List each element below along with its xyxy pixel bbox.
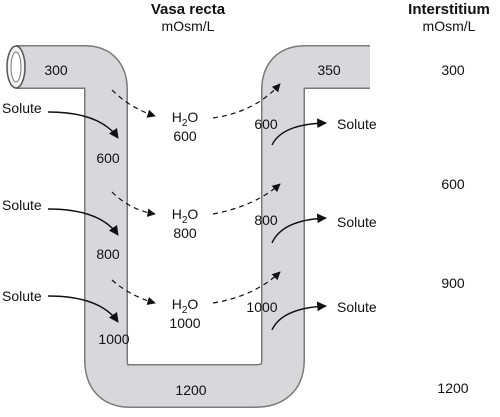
water-in-arrow-1 xyxy=(111,89,156,118)
ascending-value-1: 600 xyxy=(254,116,278,132)
water-label-1: H2O xyxy=(172,109,199,129)
descending-value-2: 800 xyxy=(96,246,120,262)
vasa-recta-unit: mOsm/L xyxy=(162,18,215,34)
solute-out-label-2: Solute xyxy=(337,214,377,230)
solute-out-arrow-2 xyxy=(271,213,327,244)
vasa-recta-tube xyxy=(6,45,370,408)
solute-in-label-1: Solute xyxy=(2,100,42,116)
water-label-3: H2O xyxy=(172,296,199,316)
descending-value-1: 600 xyxy=(96,150,120,166)
solute-out-label-3: Solute xyxy=(337,299,377,315)
water-out-arrow-1 xyxy=(212,83,281,119)
water-value-3: 1000 xyxy=(169,315,200,331)
solute-in-arrow-1 xyxy=(47,111,119,139)
interstitium-value-4: 1200 xyxy=(437,380,468,396)
solute-out-arrow-1 xyxy=(271,118,327,146)
solute-in-label-2: Solute xyxy=(2,197,42,213)
descending-value-3: 1000 xyxy=(98,331,129,347)
interstitium-unit: mOsm/L xyxy=(423,18,476,34)
solute-in-label-3: Solute xyxy=(2,288,42,304)
ascending-value-3: 1000 xyxy=(246,299,277,315)
ascending-value-2: 800 xyxy=(254,212,278,228)
solute-out-arrow-3 xyxy=(271,301,327,331)
interstitium-value-2: 600 xyxy=(441,176,465,192)
water-in-arrow-3 xyxy=(111,279,156,306)
vasa-recta-title: Vasa recta xyxy=(151,1,226,18)
water-label-2: H2O xyxy=(172,206,199,226)
interstitium-title: Interstitium xyxy=(408,1,490,18)
inlet-osmolality: 300 xyxy=(44,62,68,78)
water-out-arrow-3 xyxy=(212,271,281,304)
solute-in-arrow-3 xyxy=(47,295,119,323)
solute-in-arrow-2 xyxy=(47,208,119,236)
solute-out-label-1: Solute xyxy=(337,116,377,132)
water-value-2: 800 xyxy=(173,225,197,241)
interstitium-value-1: 300 xyxy=(441,62,465,78)
water-value-1: 600 xyxy=(173,128,197,144)
interstitium-value-3: 900 xyxy=(441,275,465,291)
water-in-arrow-2 xyxy=(111,191,156,217)
water-out-arrow-2 xyxy=(212,183,281,215)
outlet-osmolality: 350 xyxy=(317,62,341,78)
bottom-osmolality: 1200 xyxy=(175,382,206,398)
